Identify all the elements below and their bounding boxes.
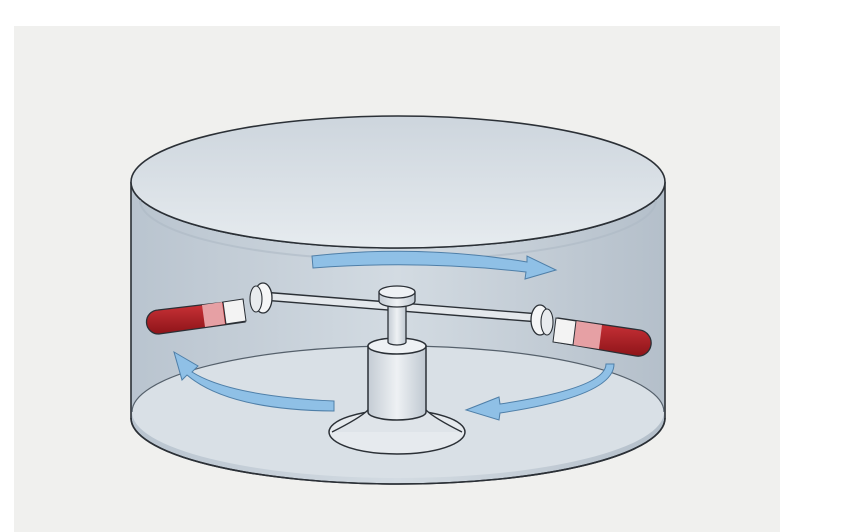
hub-cap-top [378, 285, 416, 299]
right-tube-pink-band [573, 321, 602, 349]
arrow-top-right-icon [311, 250, 558, 280]
right-tube-white-band [552, 317, 577, 346]
left-tube-white-band [222, 298, 247, 325]
left-tube-clip-back [249, 285, 263, 313]
bowl-bottom-rim [130, 417, 666, 485]
bowl-top-rim [130, 115, 666, 249]
hub-shaft [387, 299, 407, 346]
rotor-hub [328, 285, 466, 455]
hub-cylinder [367, 345, 427, 421]
left-sample-tube [145, 282, 273, 335]
rotation-arrows [173, 250, 615, 421]
arrow-lower-left-icon [173, 350, 335, 412]
right-sample-tube [530, 304, 652, 357]
right-tube-clip-front [540, 308, 554, 336]
arrow-lower-right-icon [464, 363, 615, 421]
left-tube-pink-band [202, 302, 225, 327]
